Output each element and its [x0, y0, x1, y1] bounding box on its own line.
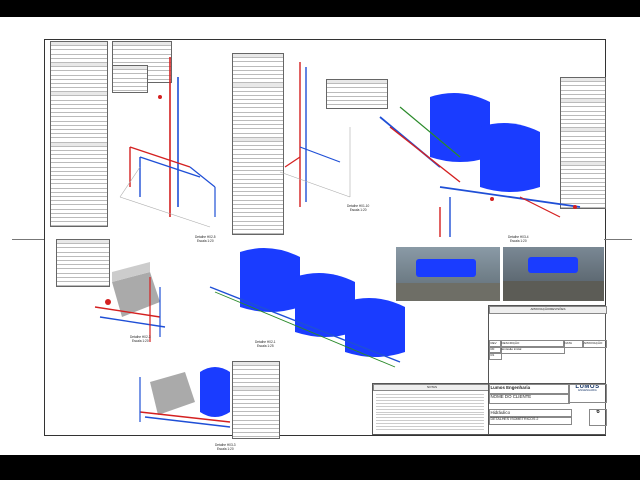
revision-block: APROVAÇÃO/REVISÕES REV DESCRIÇÃO DATA AP… — [488, 305, 607, 385]
detail-5-tanks — [209, 248, 405, 368]
detail-label: Detalhe H01-10 Escala 1:20 — [347, 204, 369, 212]
notes-block: NOTAS — [372, 383, 491, 435]
render-photo-2 — [503, 247, 604, 301]
revision-col-header: REV — [489, 340, 502, 348]
drawing-frame — [44, 39, 606, 436]
isometric-drawings — [94, 57, 581, 428]
detail-2-piping — [279, 62, 351, 207]
detail-label: Detalhe H02-1 Escala 1:25 — [255, 340, 276, 348]
legend-table-1 — [50, 41, 108, 227]
detail-title: Detalhe H02-3 — [130, 335, 151, 339]
detail-4-heater — [94, 262, 166, 342]
detail-title: Detalhe H03-3 — [215, 443, 236, 447]
revision-col-header: DATA — [563, 340, 584, 348]
render-photo-1 — [396, 247, 500, 301]
revision-header: APROVAÇÃO/REVISÕES — [489, 306, 607, 314]
detail-label: Detalhe H02-5 Escala 1:20 — [195, 235, 216, 243]
detail-1-piping — [119, 57, 216, 228]
legend-table-5 — [326, 79, 388, 109]
title-block: Lumos Engenharia LUMOS ENGENHARIA NOME D… — [488, 383, 607, 435]
firm-name: Lumos Engenharia — [489, 384, 570, 395]
notes-header: NOTAS — [373, 384, 491, 391]
client-name: NOME DO CLIENTE — [489, 393, 570, 404]
legend-table-4 — [232, 53, 284, 235]
sheet-number: 6 — [589, 409, 607, 426]
detail-scale: Escala 1:20 — [349, 208, 367, 212]
revision-cell: Emissão inicial — [500, 346, 565, 354]
crop-mark — [604, 239, 632, 240]
detail-scale: Escala 1:20 — [216, 447, 234, 451]
detail-label: Detalhe H02-3 Escala 1:20 — [130, 335, 151, 343]
legend-table-6 — [560, 77, 606, 209]
crop-mark — [12, 239, 44, 240]
discipline: Hidráulico — [489, 409, 572, 418]
legend-table-8 — [232, 361, 280, 439]
logo-sub: ENGENHARIA — [578, 388, 597, 393]
detail-scale: Escala 1:25 — [256, 344, 274, 348]
drawing-title: DETALHES ISOMÉTRICOS 2 — [489, 416, 572, 425]
detail-scale: Escala 1:20 — [196, 239, 214, 243]
detail-label: Detalhe H03-4 Escala 1:20 — [508, 235, 529, 243]
revision-col-header: APROVAÇÃO — [582, 340, 607, 348]
detail-label: Detalhe H03-3 Escala 1:20 — [215, 443, 236, 451]
drawing-sheet: Detalhe H02-5 Escala 1:20 Detalhe H01-10… — [0, 17, 640, 455]
detail-title: Detalhe H02-5 — [195, 235, 216, 239]
detail-6-tanks — [139, 367, 231, 428]
logo: LUMOS ENGENHARIA — [568, 384, 607, 403]
revision-cell: R1 — [489, 352, 502, 360]
detail-title: Detalhe H03-4 — [508, 235, 529, 239]
detail-title: Detalhe H01-10 — [347, 204, 370, 208]
legend-table-7 — [56, 239, 110, 287]
detail-title: Detalhe H02-1 — [255, 340, 276, 344]
revision-col-header: DESCRIÇÃO — [500, 340, 565, 348]
detail-scale: Escala 1:20 — [509, 239, 527, 243]
lumos-logo-icon: LUMOS — [575, 384, 600, 390]
revision-cell: R0 — [489, 346, 502, 354]
notes-text — [376, 392, 484, 430]
legend-table-3 — [112, 65, 148, 93]
detail-3-tanks — [379, 93, 581, 237]
detail-scale: Escala 1:20 — [131, 339, 149, 343]
